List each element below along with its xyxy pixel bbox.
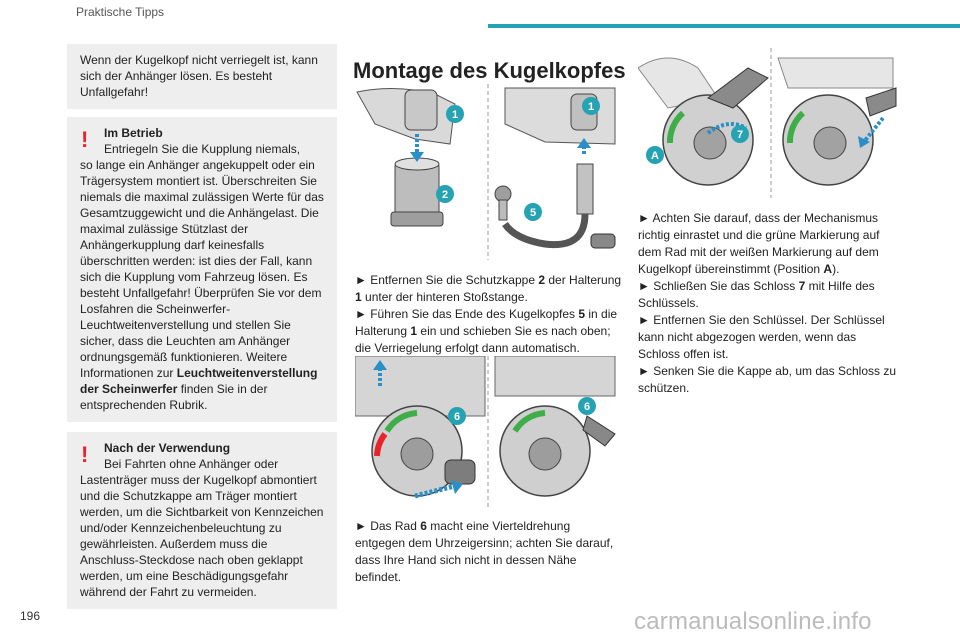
figure-label: 6 [454,411,460,423]
warning-box-after-use: ! Nach der Verwendung Bei Fahrten ohne A… [67,432,337,609]
warning-bold-reference: Leuchtweitenverstellung der Scheinwerfer [80,366,318,396]
step-text: ► Entfernen Sie den Schlüssel. Der Schlü… [638,313,885,361]
warning-text: Lastenträger muss der Kugelkopf abmontie… [80,473,324,599]
figure-label: 7 [737,129,743,141]
figure-lock: 7 A [637,48,898,198]
step-text: ). [832,262,840,276]
warning-title: Im Betrieb [104,126,163,140]
figure-wheel-turn: 6 6 [354,355,620,508]
figure-label: 1 [588,101,594,113]
step-remove-cap: ► Entfernen Sie die Schutzkappe 2 der Ha… [355,272,623,357]
warning-box-operation: ! Im Betrieb Entriegeln Sie die Kupplung… [67,117,337,422]
warning-text: so lange ein Anhänger angekuppelt oder e… [80,158,324,380]
ref-number: 6 [420,519,427,533]
ref-number: 7 [798,279,806,293]
illustration-wheel-rotation: 6 6 [354,355,616,508]
step-text: der Halterung [545,273,622,287]
warning-exclamation-icon: ! [81,442,89,467]
ref-number: 1 [410,324,418,338]
step-text: ► Entfernen Sie die Schutzkappe [355,273,539,287]
step-text: ► Senken Sie die Kappe ab, um das Schlos… [638,364,897,395]
info-box: Wenn der Kugelkopf nicht verriegelt ist,… [67,44,337,109]
warning-first-line: Bei Fahrten ohne Anhänger oder [104,457,279,471]
watermark: carmanualsonline.info [634,608,872,635]
illustration-lock-mechanism: 7 A [637,48,897,198]
right-column-steps: ► Achten Sie darauf, dass der Mechanismu… [638,210,900,397]
figure-label: 6 [584,401,590,413]
step-text: macht eine Vierteldrehung entgegen dem U… [355,519,614,584]
step-text: unter der hinteren Stoßstange. [361,290,528,304]
step-text: in die Halterung [355,307,618,338]
step-text: mit Hilfe des Schlüssels. [638,279,875,310]
warning-title: Nach der Verwendung [104,441,231,455]
page-number: 196 [20,609,41,623]
step-text: ► Achten Sie darauf, dass der Mechanismu… [638,211,880,276]
header-rule [488,24,960,28]
step-wheel: ► Das Rad 6 macht eine Vierteldrehung en… [355,518,623,586]
figure-remove-cap: 1 2 1 5 [355,84,620,260]
step-text: ► Das Rad [355,519,421,533]
left-column: Wenn der Kugelkopf nicht verriegelt ist,… [67,44,337,617]
ref-number: 2 [538,273,546,287]
warning-exclamation-icon: ! [81,127,89,152]
figure-label: 5 [530,207,536,219]
intro-text: Wenn der Kugelkopf nicht verriegelt ist,… [80,53,318,99]
warning-after-reference: finden Sie in der entsprechenden Rubrik. [80,382,268,412]
figure-label: 1 [452,109,458,121]
ref-number: 1 [355,290,362,304]
section-heading: Montage des Kugelkopfes [353,58,626,83]
figure-label: 2 [442,189,448,201]
ref-letter: A [823,262,833,276]
warning-first-line: Entriegeln Sie die Kupplung niemals, [104,142,301,156]
step-text: ► Führen Sie das Ende des Kugelkopfes [355,307,579,321]
step-text: ► Schließen Sie das Schloss [638,279,799,293]
step-text: ein und schieben Sie es nach oben; die V… [355,324,611,355]
figure-label: A [651,150,659,162]
section-title: Praktische Tipps [76,5,165,19]
illustration-mount-holder: 1 2 1 5 [356,84,616,260]
ref-number: 5 [578,307,586,321]
